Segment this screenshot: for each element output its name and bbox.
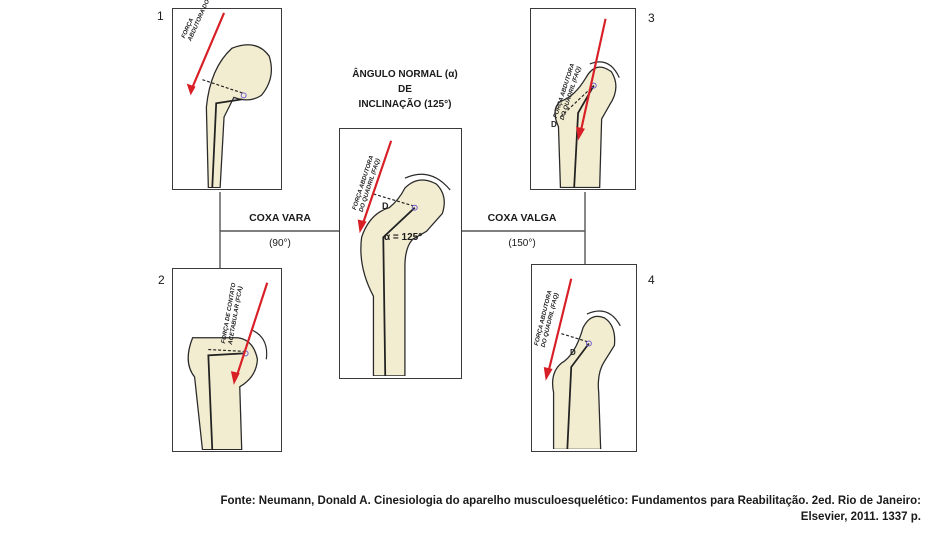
panel-number-2: 2: [158, 273, 165, 287]
femur-illustration: [543, 278, 621, 450]
femur-illustration: [554, 18, 620, 188]
femur-illustration: [187, 282, 269, 450]
panel-1-coxa-vara-femur: FORÇA ABDUTORA DO QUADRIL: [172, 0, 282, 190]
panel-number-1: 1: [157, 9, 164, 23]
coxa-valga-label: COXA VALGA: [487, 212, 557, 224]
center-title-line-1: ÂNGULO NORMAL (α): [352, 69, 458, 80]
center-title-line-2: DE: [398, 84, 412, 95]
panel-number-3: 3: [648, 11, 655, 25]
center-moment-arm-label: D: [382, 201, 389, 211]
coxa-vara-label: COXA VARA: [249, 212, 311, 224]
center-angle-label: α = 125°: [384, 232, 423, 243]
source-line-1: Fonte: Neumann, Donald A. Cinesiologia d…: [220, 495, 921, 507]
femur-illustration: [357, 140, 451, 376]
coxa-vara-angle: (90°): [269, 238, 291, 249]
center-panel-normal-femur: FORÇA ABDUTORA DO QUADRIL (FAQ) D α = 12…: [339, 128, 462, 379]
panel-4-moment-arm-label: D: [570, 348, 576, 357]
panel-3-coxa-valga-femur: FORÇA ABDUTORA DO QUADRIL (FAQ) D: [530, 8, 636, 190]
femur-illustration: [186, 12, 272, 188]
panel-2-coxa-vara-femur: FORÇA DE CONTATO ACETABULAR (FCA): [172, 268, 282, 452]
coxa-valga-angle: (150°): [508, 238, 536, 249]
source-citation: Fonte: Neumann, Donald A. Cinesiologia d…: [10, 493, 921, 525]
panel-4-coxa-valga-femur: FORÇA ABDUTORA DO QUADRIL (FAQ) D: [531, 264, 637, 452]
center-title: ÂNGULO NORMAL (α) DE INCLINAÇÃO (125°): [330, 67, 480, 112]
panel-number-4: 4: [648, 273, 655, 287]
center-title-line-3: INCLINAÇÃO (125°): [358, 99, 452, 110]
panel-3-moment-arm-label: D: [551, 120, 557, 129]
source-line-2: Elsevier, 2011. 1337 p.: [800, 511, 921, 523]
